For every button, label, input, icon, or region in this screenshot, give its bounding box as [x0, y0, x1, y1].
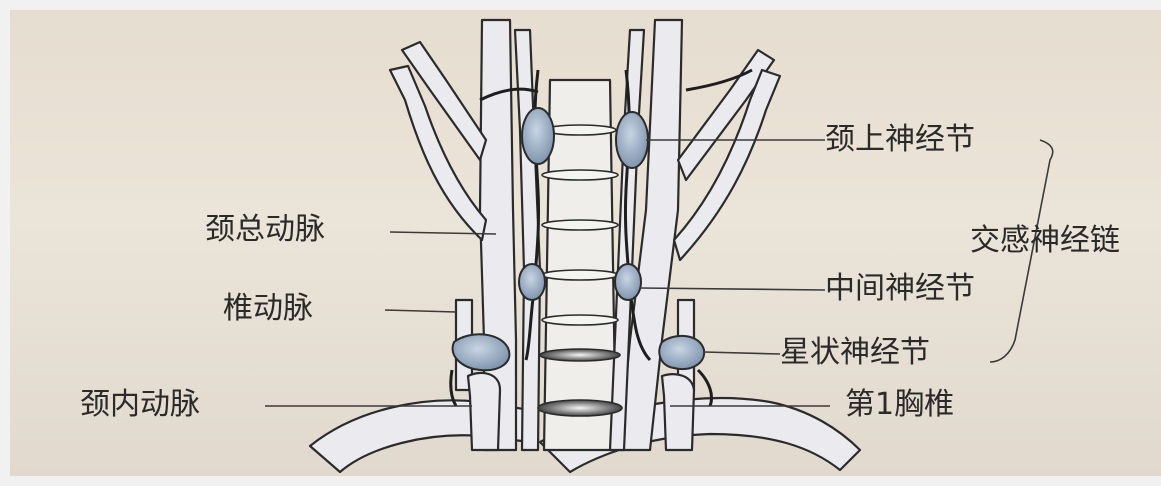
label-sympathetic-chain: 交感神经链: [970, 224, 1120, 258]
right-internal-carotid-stump: [662, 374, 694, 450]
left-middle-cervical-ganglion: [519, 264, 545, 300]
disc-4: [542, 270, 618, 280]
disc-5: [542, 315, 618, 325]
label-common-carotid-artery: 颈总动脉: [205, 213, 325, 247]
disc-3: [542, 220, 618, 230]
diagram-paper: 颈上神经节 交感神经链 颈总动脉 中间神经节 椎动脉 星状神经节 颈内动脉 第1…: [10, 10, 1161, 476]
disc-2: [542, 170, 618, 180]
disc-first-thoracic: [538, 400, 622, 416]
leader-vertebral-artery: [385, 310, 456, 312]
label-stellate-ganglion: 星状神经节: [780, 336, 930, 370]
right-middle-cervical-ganglion: [615, 264, 641, 300]
label-middle-cervical-ganglion: 中间神经节: [825, 272, 975, 306]
right-stellate-ganglion: [659, 336, 704, 369]
left-superior-cervical-ganglion: [522, 108, 554, 164]
label-superior-cervical-ganglion: 颈上神经节: [825, 123, 975, 157]
leader-stellate-ganglion: [704, 352, 780, 354]
right-superior-cervical-ganglion: [616, 112, 648, 168]
label-vertebral-artery: 椎动脉: [223, 292, 313, 326]
left-internal-carotid-stump: [468, 373, 500, 450]
label-internal-carotid-artery: 颈内动脉: [80, 388, 200, 422]
label-first-thoracic-vertebra: 第1胸椎: [845, 388, 954, 422]
disc-6: [540, 349, 620, 361]
